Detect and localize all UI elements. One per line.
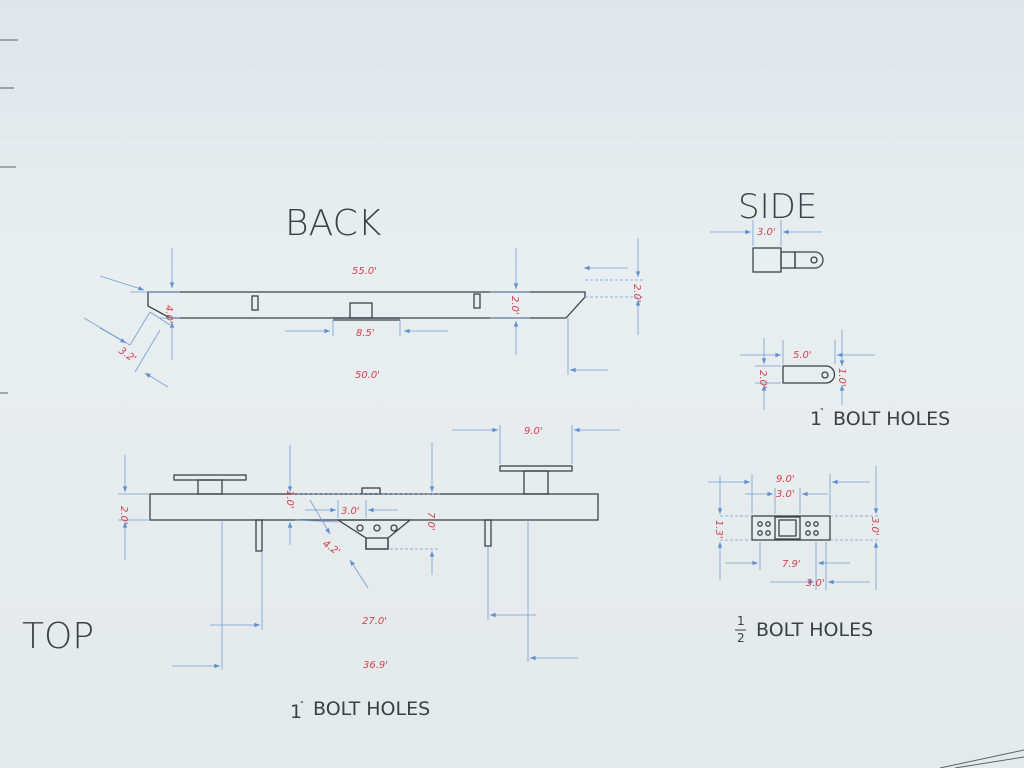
- bracket-dim-height: 2.0': [757, 370, 768, 389]
- back-dim-length-top: 55.0': [352, 266, 377, 277]
- back-center-box: [349, 302, 373, 319]
- top-dim-gusset-width: 3.0': [341, 506, 360, 517]
- plate-part: [751, 515, 831, 541]
- side-view-title: SIDE: [738, 187, 817, 227]
- top-label-unit: ": [300, 700, 304, 709]
- top-label-prefix: 1: [290, 701, 302, 723]
- top-view-dimensions: 2.0' 1.0' 3.0' 7.0' 4.2' 9.0' 27.0': [118, 425, 620, 671]
- back-dim-height-right-inner: 2.0': [509, 296, 520, 315]
- top-dim-gusset-height: 7.0': [425, 512, 436, 531]
- top-dim-span-outer: 36.9': [363, 660, 388, 671]
- plate-label-numerator: 1: [737, 614, 745, 628]
- top-dim-right-plate: 9.0': [524, 426, 543, 437]
- side-view-part: [752, 247, 824, 273]
- back-slot-right: [473, 293, 481, 309]
- back-dim-length-bottom: 50.0': [355, 370, 380, 381]
- plate-label-denominator: 2: [737, 631, 745, 645]
- plate-dim-height-left: 1.3': [713, 520, 724, 539]
- top-label: BOLT HOLES: [313, 698, 430, 720]
- plate-dim-bottom-span: 7.9': [782, 559, 801, 570]
- top-view-title: TOP: [22, 616, 94, 657]
- back-view-beam: [147, 291, 586, 321]
- plate-dim-bottom-inner: 3.0': [806, 578, 825, 589]
- back-dim-chamfer: 3.2': [116, 345, 138, 365]
- bracket-label-prefix: 1: [810, 408, 822, 430]
- back-slot-left: [251, 295, 259, 311]
- plate-dim-height-right: 3.0': [869, 517, 880, 536]
- back-dim-height-right-outer: 2.0': [631, 284, 642, 303]
- back-dim-center-tab: 8.5': [356, 328, 375, 339]
- plate-dim-overall: 9.0': [776, 474, 795, 485]
- top-dim-height-left: 2.0': [118, 506, 129, 525]
- bracket-dim-hole: 1.0': [836, 368, 847, 387]
- bracket-label-unit: ": [820, 407, 824, 416]
- bracket-label: BOLT HOLES: [833, 408, 950, 430]
- binder-edge: [0, 39, 1024, 768]
- plate-dimensions: 9.0' 3.0' 1.3' 3.0' 7.9' 3.0': [708, 466, 880, 590]
- back-view-title: BACK: [285, 203, 382, 244]
- side-view-dimensions: 3.0': [710, 220, 822, 246]
- back-dim-height-left: 4.0': [163, 305, 174, 324]
- back-view-dimensions: 4.0' 3.2' 55.0' 8.5' 2.0' 2.0' 50.0': [83, 238, 645, 388]
- top-view-beam: [149, 465, 599, 552]
- plate-dim-inner-top: 3.0': [776, 489, 795, 500]
- bracket-part: [782, 365, 836, 384]
- top-dim-gusset-angle: 4.2': [320, 538, 342, 558]
- side-dim-width: 3.0': [757, 227, 776, 238]
- bracket-dimensions: 5.0' 2.0' 1.0': [740, 330, 875, 410]
- top-dim-offset-left: 1.0': [284, 490, 295, 509]
- bracket-dim-length: 5.0': [793, 350, 812, 361]
- top-dim-span-inner: 27.0': [362, 616, 387, 627]
- plate-label: BOLT HOLES: [756, 619, 873, 641]
